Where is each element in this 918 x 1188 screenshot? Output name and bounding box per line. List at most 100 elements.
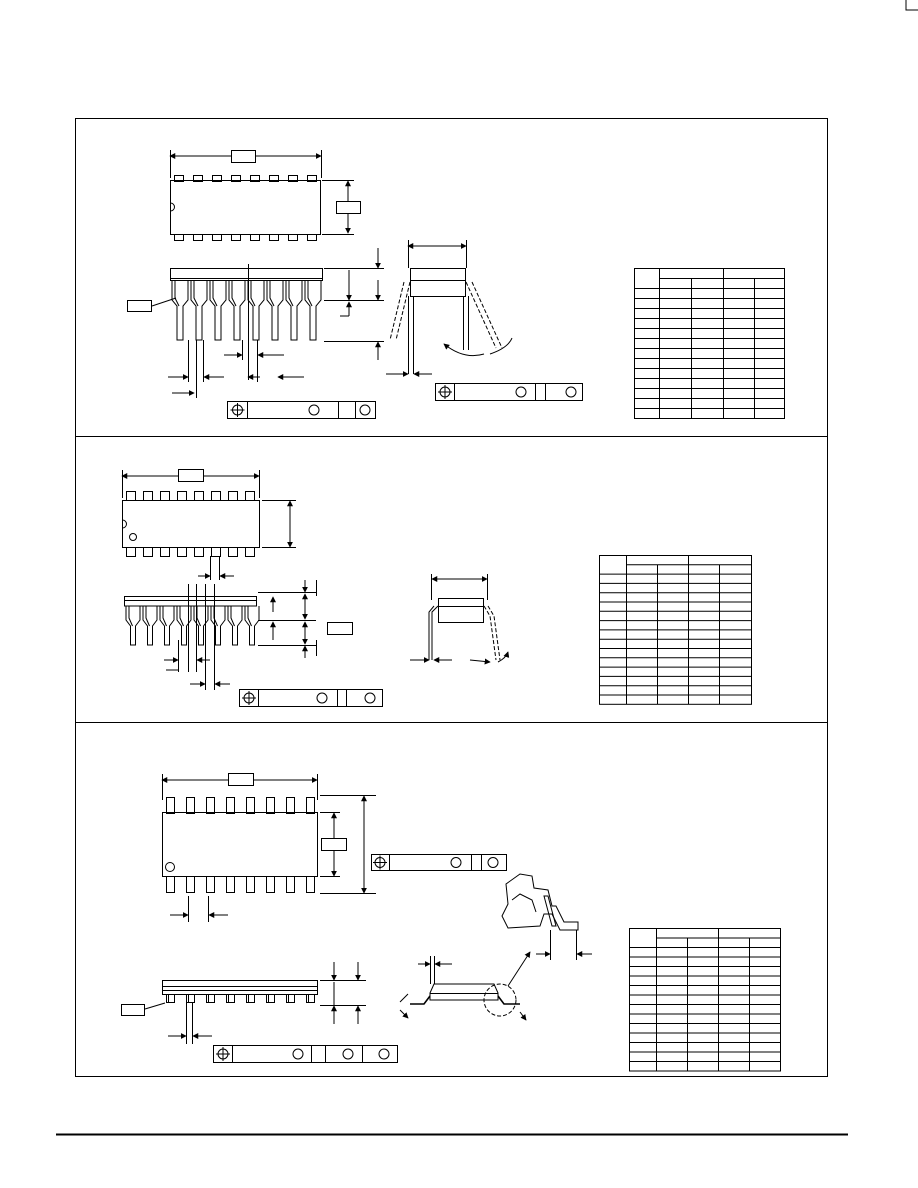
- lead: [176, 606, 192, 646]
- end-view-soic: [399, 951, 531, 1020]
- side-view-dip-1: [127, 248, 384, 398]
- lead: [247, 281, 265, 341]
- pin: [266, 797, 275, 814]
- lead-inner: [128, 606, 133, 627]
- dim-label-box: [336, 201, 361, 214]
- pin: [177, 491, 187, 501]
- pin: [306, 876, 315, 893]
- lead-inner: [269, 281, 275, 307]
- top-view-dip-1: [169, 150, 361, 241]
- dim-label-box: [231, 150, 256, 163]
- table-frame: [629, 928, 781, 1072]
- lead-inner: [307, 281, 313, 307]
- dim-label-box: [228, 773, 254, 786]
- pin: [194, 547, 204, 557]
- feature-control-frame-icon: [227, 401, 376, 419]
- pin: [174, 175, 184, 182]
- pin: [212, 175, 222, 182]
- detail-view-icon: [501, 873, 592, 960]
- pin: [306, 797, 315, 814]
- pin: [269, 175, 279, 182]
- pin: [166, 876, 175, 893]
- pin: [143, 491, 153, 501]
- outer-frame: [75, 118, 828, 1077]
- lead-inner: [179, 606, 184, 627]
- lead: [304, 281, 322, 341]
- pin: [160, 547, 170, 557]
- lead: [228, 281, 246, 341]
- pin: [186, 876, 195, 893]
- pin: [194, 491, 204, 501]
- pin: [193, 175, 203, 182]
- lead: [227, 606, 243, 646]
- end-view-dip-1: [386, 240, 513, 377]
- pin: [307, 175, 317, 182]
- lead: [142, 606, 158, 646]
- pin: [186, 797, 195, 814]
- lead: [125, 606, 141, 646]
- pin: [266, 876, 275, 893]
- dimension-table: [629, 928, 781, 1072]
- lead: [306, 994, 315, 1003]
- pin: [174, 234, 184, 241]
- lead: [286, 994, 295, 1003]
- pin: [206, 876, 215, 893]
- pin: [206, 797, 215, 814]
- section-soic: [121, 773, 781, 1072]
- dim-label-box: [127, 300, 152, 312]
- pin: [211, 547, 221, 557]
- pin: [160, 491, 170, 501]
- lead: [266, 281, 284, 341]
- pin: [126, 547, 136, 557]
- dim-label-box: [178, 469, 204, 482]
- top-view-soic: [161, 773, 376, 922]
- lead-inner: [231, 281, 237, 307]
- pin: [177, 547, 187, 557]
- dim-label-box: [327, 622, 353, 635]
- pin: [226, 797, 235, 814]
- pin: [245, 491, 255, 501]
- lead: [159, 606, 175, 646]
- dimension-table: [599, 555, 752, 705]
- pin: [226, 876, 235, 893]
- lead-inner: [196, 606, 201, 627]
- pin: [245, 547, 255, 557]
- lead-inner: [288, 281, 294, 307]
- pin: [211, 491, 221, 501]
- pin: [307, 234, 317, 241]
- pin: [286, 876, 295, 893]
- pin: [246, 876, 255, 893]
- lead: [246, 994, 255, 1003]
- lead: [171, 281, 189, 341]
- feature-control-frame-icon: [435, 383, 583, 401]
- lead: [186, 994, 195, 1003]
- lead-inner: [193, 281, 199, 307]
- pin: [231, 175, 241, 182]
- pin: [143, 547, 153, 557]
- lead-inner: [174, 281, 180, 307]
- feature-control-frame-icon: [371, 854, 507, 871]
- table-frame: [634, 268, 785, 419]
- end-view-dip-2: [410, 574, 510, 665]
- feature-control-frame-icon: [239, 689, 383, 707]
- pin: [126, 491, 136, 501]
- section-dip-plastic: [121, 469, 752, 707]
- pin: [286, 797, 295, 814]
- corner-box-icon: [905, 0, 918, 11]
- dimension-table: [634, 268, 785, 419]
- lead-inner: [247, 606, 252, 627]
- top-view-dip-2: [121, 469, 296, 580]
- pin: [288, 234, 298, 241]
- dim-label-box: [121, 1004, 145, 1016]
- lead-inner: [212, 281, 218, 307]
- lead: [266, 994, 275, 1003]
- side-view-soic: [121, 962, 366, 1044]
- dim-label-box: [321, 838, 347, 851]
- pin: [212, 234, 222, 241]
- lead: [226, 994, 235, 1003]
- lead-inner: [145, 606, 150, 627]
- section-dip-ceramic: [127, 150, 785, 419]
- pin: [288, 175, 298, 182]
- side-view-dip-2: [124, 580, 353, 690]
